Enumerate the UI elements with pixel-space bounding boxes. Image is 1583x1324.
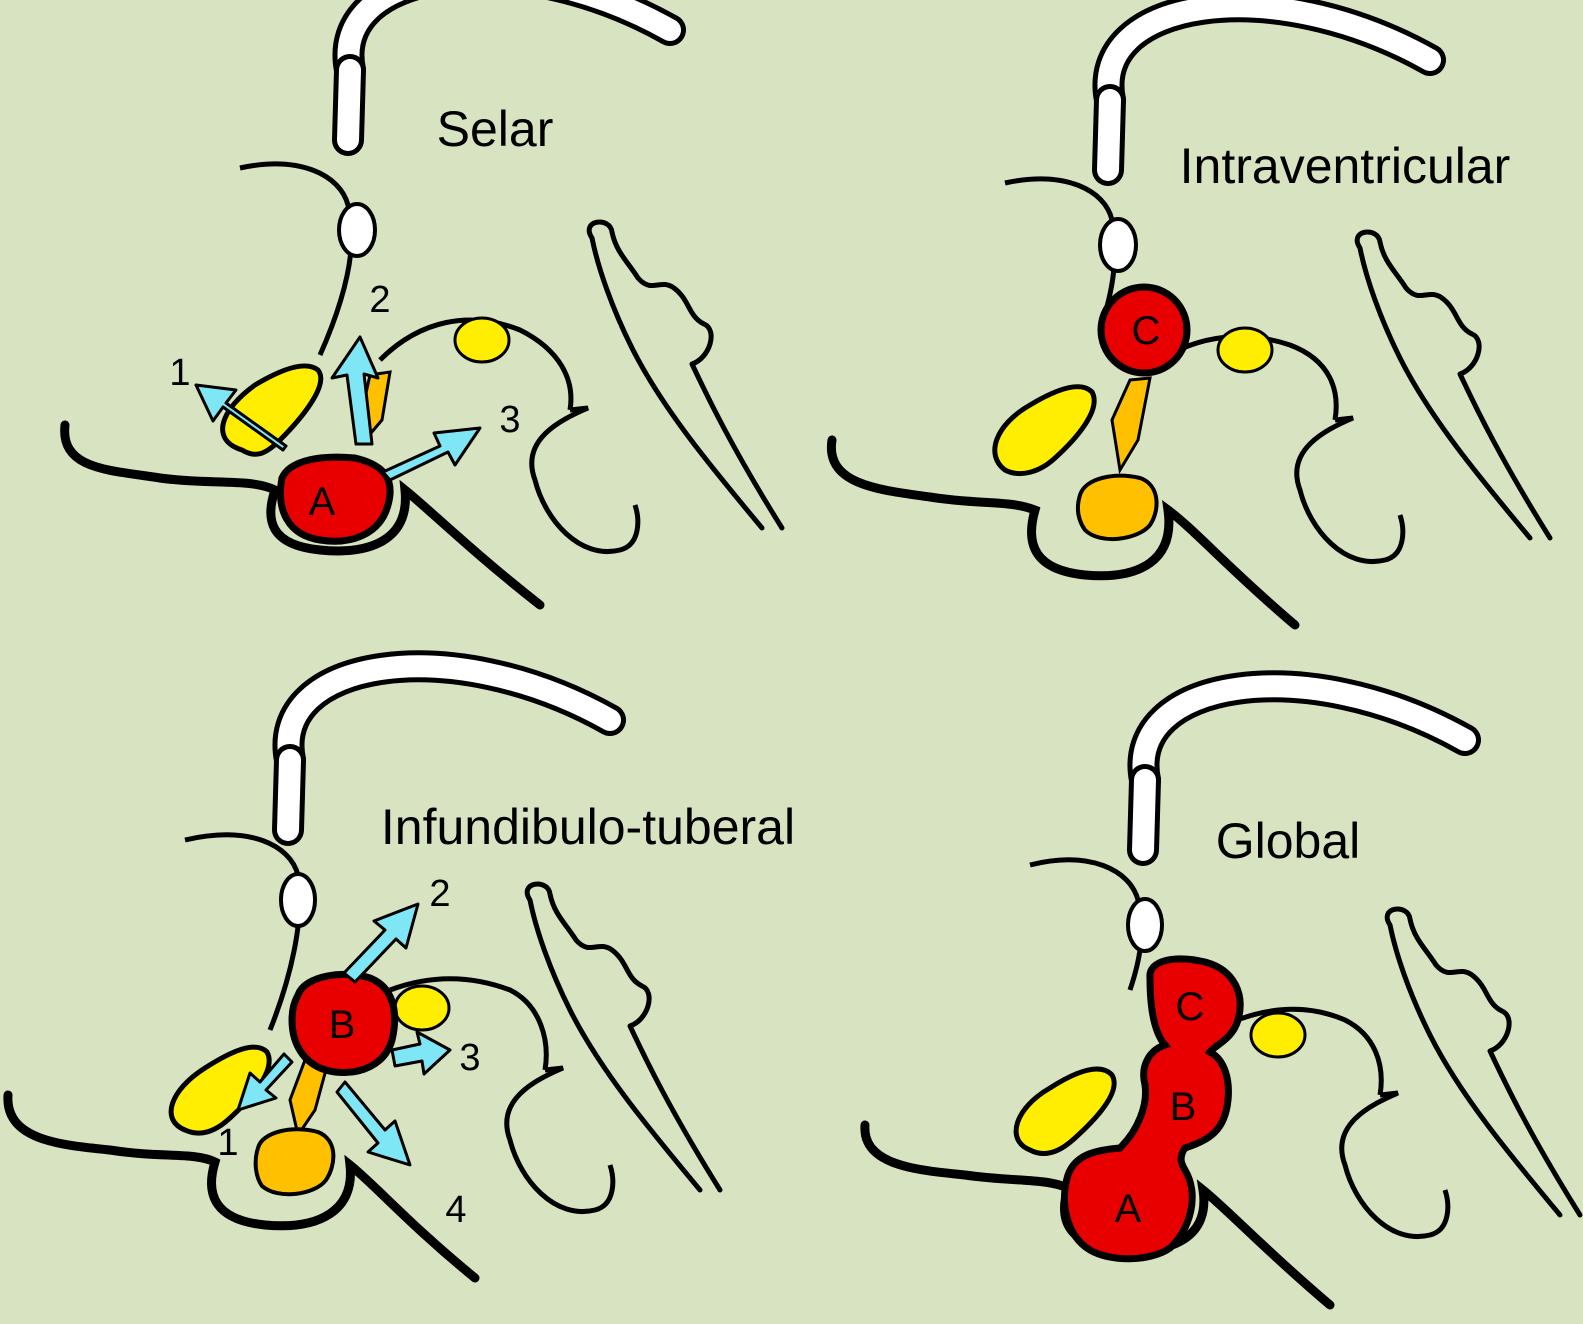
mammillary-body (453, 316, 511, 364)
anterior-commissure (279, 872, 317, 928)
panel-title-infundibulo-tuberal: Infundibulo-tuberal (381, 799, 795, 855)
pituitary-gland (1075, 473, 1159, 542)
tumor-label-c: C (1132, 309, 1161, 353)
skull-base (826, 435, 1300, 630)
arrow-3 (390, 1030, 452, 1076)
panel-infundibulo-tuberal: B 1 2 3 4 Infundibulo-tuberal (3, 666, 795, 1283)
brainstem-outline (527, 884, 720, 1190)
tumor-label-c: C (1176, 985, 1205, 1029)
mammillary-body (393, 984, 451, 1032)
arrow-3 (381, 426, 482, 482)
brainstem-outline (1387, 909, 1580, 1215)
arrow-2 (342, 902, 420, 984)
arrow-label-3: 3 (459, 1037, 480, 1079)
arrow-label-1: 1 (169, 352, 190, 394)
tumor-label-a: A (1115, 1187, 1142, 1231)
arrow-label-1: 1 (217, 1122, 238, 1164)
arrow-1 (194, 383, 288, 452)
pituitary-stalk (1110, 376, 1152, 475)
arrow-label-2: 2 (429, 873, 450, 915)
pituitary-gland (253, 1127, 336, 1197)
extension-arrows (236, 902, 452, 1167)
panel-title-intraventricular: Intraventricular (1180, 138, 1511, 194)
midbrain-outline (1294, 415, 1406, 564)
panel-selar: A 1 2 3 Selar (60, 0, 782, 610)
panel-intraventricular: C Intraventricular (826, 6, 1550, 630)
tumor-abc (1061, 955, 1244, 1263)
third-ventricle-floor (378, 317, 574, 411)
mammillary-body (1216, 326, 1274, 374)
arrow-1 (236, 1052, 294, 1112)
tumor-label-a: A (309, 480, 336, 524)
midbrain-outline (1339, 1090, 1451, 1239)
optic-chiasm (992, 384, 1097, 476)
optic-chiasm (168, 1044, 272, 1136)
brainstem-outline (1357, 232, 1550, 538)
third-ventricle-floor (1223, 1006, 1384, 1096)
anterior-commissure (337, 202, 377, 258)
optic-chiasm (220, 363, 324, 457)
arrow-label-4: 4 (445, 1189, 466, 1231)
anterior-commissure (1126, 897, 1164, 953)
third-ventricle-floor (389, 976, 549, 1071)
panel-title-selar: Selar (437, 101, 554, 157)
anterior-commissure (1098, 217, 1138, 273)
lamina-terminalis (1029, 857, 1144, 991)
skull-base (3, 1090, 480, 1283)
mammillary-body (1249, 1011, 1307, 1059)
tumor-label-b: B (329, 1003, 356, 1047)
panel-global: C B A Global (860, 686, 1580, 1310)
lamina-terminalis (1004, 176, 1118, 331)
lamina-terminalis (239, 161, 355, 357)
tumor-a (277, 453, 394, 545)
arrow-label-2: 2 (369, 279, 390, 321)
midbrain-outline (529, 405, 641, 554)
optic-chiasm (1013, 1066, 1117, 1156)
panel-title-global: Global (1216, 813, 1361, 869)
arrow-4 (335, 1080, 412, 1167)
skull-base (60, 420, 545, 610)
extension-arrows (194, 335, 482, 482)
tumor-c (1097, 283, 1191, 377)
lamina-terminalis (184, 832, 303, 1031)
brainstem-outline (589, 222, 782, 528)
arrow-2 (330, 335, 380, 446)
midbrain-outline (504, 1065, 616, 1214)
tumor-label-b: B (1170, 1085, 1197, 1129)
third-ventricle-floor (1158, 334, 1339, 421)
arrow-label-3: 3 (499, 399, 520, 441)
